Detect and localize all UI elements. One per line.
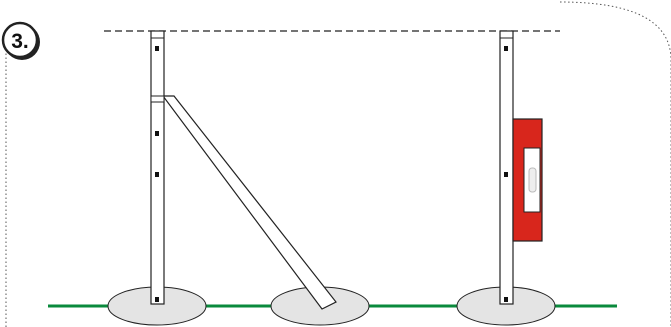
diagonal-brace	[161, 95, 337, 310]
post-hole	[155, 131, 159, 136]
dotted-frame	[5, 1, 671, 327]
post-hole	[155, 46, 159, 51]
step-number-badge: 3.	[1, 21, 40, 60]
spirit-level-icon	[512, 118, 543, 242]
post-hole	[504, 46, 508, 51]
post-hole	[504, 172, 508, 177]
post-hole	[155, 297, 159, 302]
step-number-label: 3.	[11, 30, 29, 53]
right-post	[499, 30, 514, 305]
post-hole	[504, 297, 508, 302]
left-post	[150, 30, 165, 305]
post-hole	[155, 172, 159, 177]
